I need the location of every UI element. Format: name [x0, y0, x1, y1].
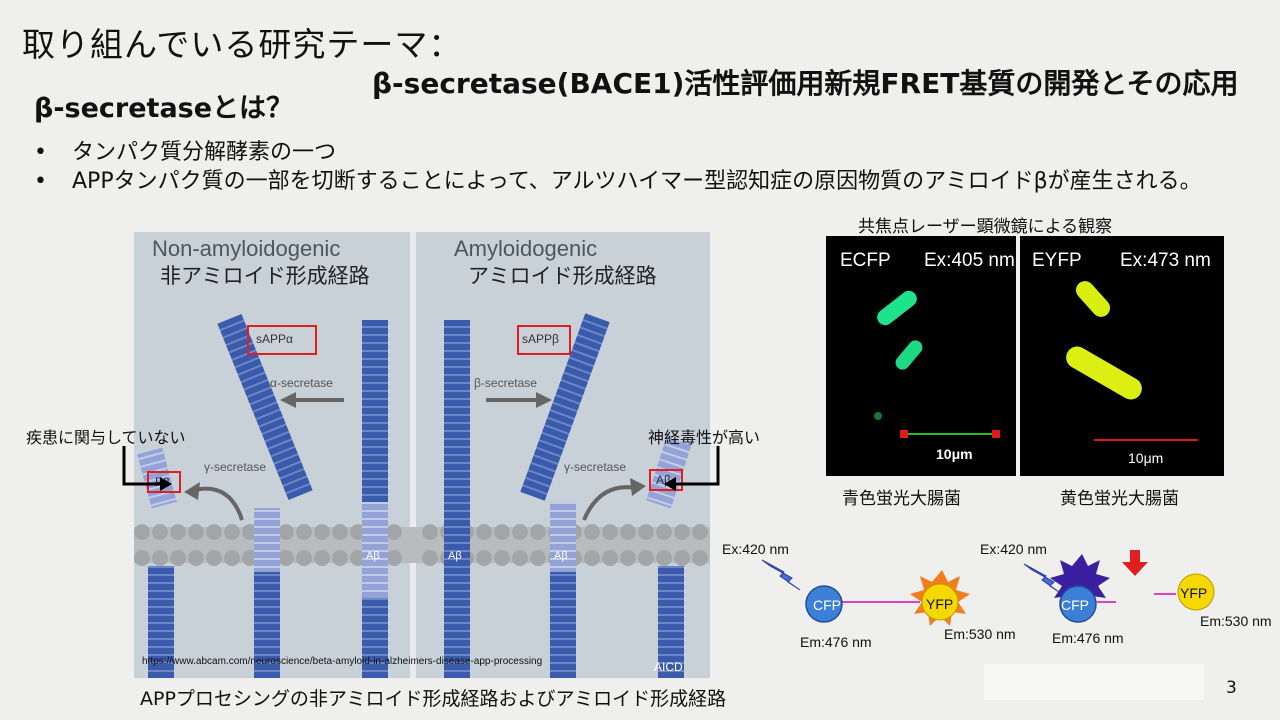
app-figure-graphic: [134, 232, 710, 678]
source-url[interactable]: https://www.abcam.com/neuroscience/beta-…: [142, 656, 543, 667]
cleavage-arrow-icon: [1122, 550, 1148, 576]
app-processing-figure: Non-amyloidogenic 非アミロイド形成経路 Amyloidogen…: [134, 232, 710, 678]
abeta-label-left: Aβ: [366, 550, 380, 562]
emission-530-left: Em:530 nm: [944, 626, 1016, 642]
annotation-left: 疾患に関与していない: [26, 428, 186, 447]
emission-530-right: Em:530 nm: [1200, 613, 1272, 629]
emission-476-right: Em:476 nm: [1052, 630, 1124, 646]
right-panel-heading-jp: アミロイド形成経路: [468, 264, 657, 288]
bacterium: [1075, 281, 1111, 317]
cfp-label-right: CFP: [1061, 597, 1089, 613]
yfp-ecoli-caption: 黄色蛍光大腸菌: [1060, 489, 1179, 509]
aicd-label: AICD: [654, 660, 683, 674]
eyfp-scale-label: 10μm: [1128, 450, 1164, 466]
c99-lower: [550, 572, 576, 678]
sappb-label: sAPPβ: [522, 332, 559, 346]
annotation-right: 神経毒性が高い: [648, 428, 761, 447]
app-cylinder: [362, 320, 388, 678]
left-panel-heading-jp: 非アミロイド形成経路: [160, 264, 370, 288]
app-figure-caption: APPプロセシングの非アミロイド形成経路およびアミロイド形成経路: [140, 688, 727, 710]
slide-title: 取り組んでいる研究テーマ：: [22, 25, 463, 64]
eyfp-excitation: Ex:473 nm: [1120, 250, 1211, 271]
left-panel-heading: Non-amyloidogenic: [152, 236, 341, 261]
cfp-circle-right: [1059, 585, 1097, 623]
lightning-icon: [761, 559, 801, 591]
p3-fragment: [137, 447, 177, 509]
excitation-label-left: Ex:420 nm: [722, 541, 789, 557]
annotation-arrow-left: [122, 446, 172, 491]
bullet-item: タンパク質分解酵素の一つ: [30, 138, 1270, 167]
eyfp-label: EYFP: [1032, 250, 1082, 271]
ecfp-scale-label: 10μm: [936, 446, 973, 462]
aicd-cylinder: [658, 566, 684, 678]
bullet-item: APPタンパク質の一部を切断することによって、アルツハイマー型認知症の原因物質の…: [30, 167, 1270, 196]
bacterium: [1066, 346, 1142, 400]
cytoplasm-cylinder: [148, 566, 174, 678]
p3-box: [147, 471, 181, 493]
sappa-box: [247, 325, 317, 355]
yfp-circle: [921, 583, 959, 621]
confocal-title: 共焦点レーザー顕微鏡による観察: [858, 217, 1113, 237]
ecfp-image: ECFP Ex:405 nm 10μm: [826, 236, 1016, 476]
sappa-cylinder: [217, 314, 313, 500]
lightning-icon: [1023, 563, 1063, 595]
ecfp-label: ECFP: [840, 250, 891, 271]
c83-lower: [254, 572, 280, 678]
cfp-circle: [805, 585, 843, 623]
yfp-circle-right: [1177, 573, 1215, 611]
gamma-arrow-left: [193, 486, 244, 521]
question-heading: β-secretaseとは？: [34, 93, 294, 124]
gamma-arrow-right: [582, 485, 637, 521]
cfp-label: CFP: [813, 597, 841, 613]
ecfp-excitation: Ex:405 nm: [924, 250, 1015, 271]
cell-membrane: [134, 524, 710, 566]
abeta-segment: [362, 502, 388, 598]
bacterium: [895, 340, 923, 370]
sappb-cylinder: [520, 313, 610, 501]
page-number: 3: [1226, 678, 1237, 698]
abeta-box: [649, 469, 683, 491]
emission-476-left: Em:476 nm: [800, 634, 872, 650]
yfp-label-right: YFP: [1180, 585, 1208, 601]
gamma-secretase-label-right: γ-secretase: [564, 460, 627, 474]
alpha-secretase-label: α-secretase: [270, 376, 333, 390]
excitation-label-right: Ex:420 nm: [980, 541, 1047, 557]
scale-bar-green: [900, 430, 1000, 438]
bacterium: [877, 290, 917, 326]
blank-box: [984, 664, 1204, 700]
abeta-label-right: Aβ: [448, 550, 462, 562]
gamma-secretase-label-left: γ-secretase: [204, 460, 267, 474]
eyfp-image: EYFP Ex:473 nm 10μm: [1020, 236, 1224, 476]
yfp-label: YFP: [926, 596, 954, 612]
cfp-ecoli-caption: 青色蛍光大腸菌: [842, 489, 961, 509]
sappa-label: sAPPα: [256, 332, 293, 346]
bullet-list: タンパク質分解酵素の一つ APPタンパク質の一部を切断することによって、アルツハ…: [30, 138, 1270, 196]
fret-diagram: [761, 550, 1215, 626]
app-cylinder-right: [444, 320, 470, 678]
right-panel-heading: Amyloidogenic: [454, 236, 598, 261]
sappb-box: [517, 325, 571, 355]
beta-secretase-label: β-secretase: [474, 376, 537, 390]
abeta-label-c99: Aβ: [554, 550, 568, 562]
annotation-arrow-right: [664, 446, 720, 491]
slide-subtitle: β-secretase(BACE1)活性評価用新規FRET基質の開発とその応用: [372, 67, 1239, 100]
